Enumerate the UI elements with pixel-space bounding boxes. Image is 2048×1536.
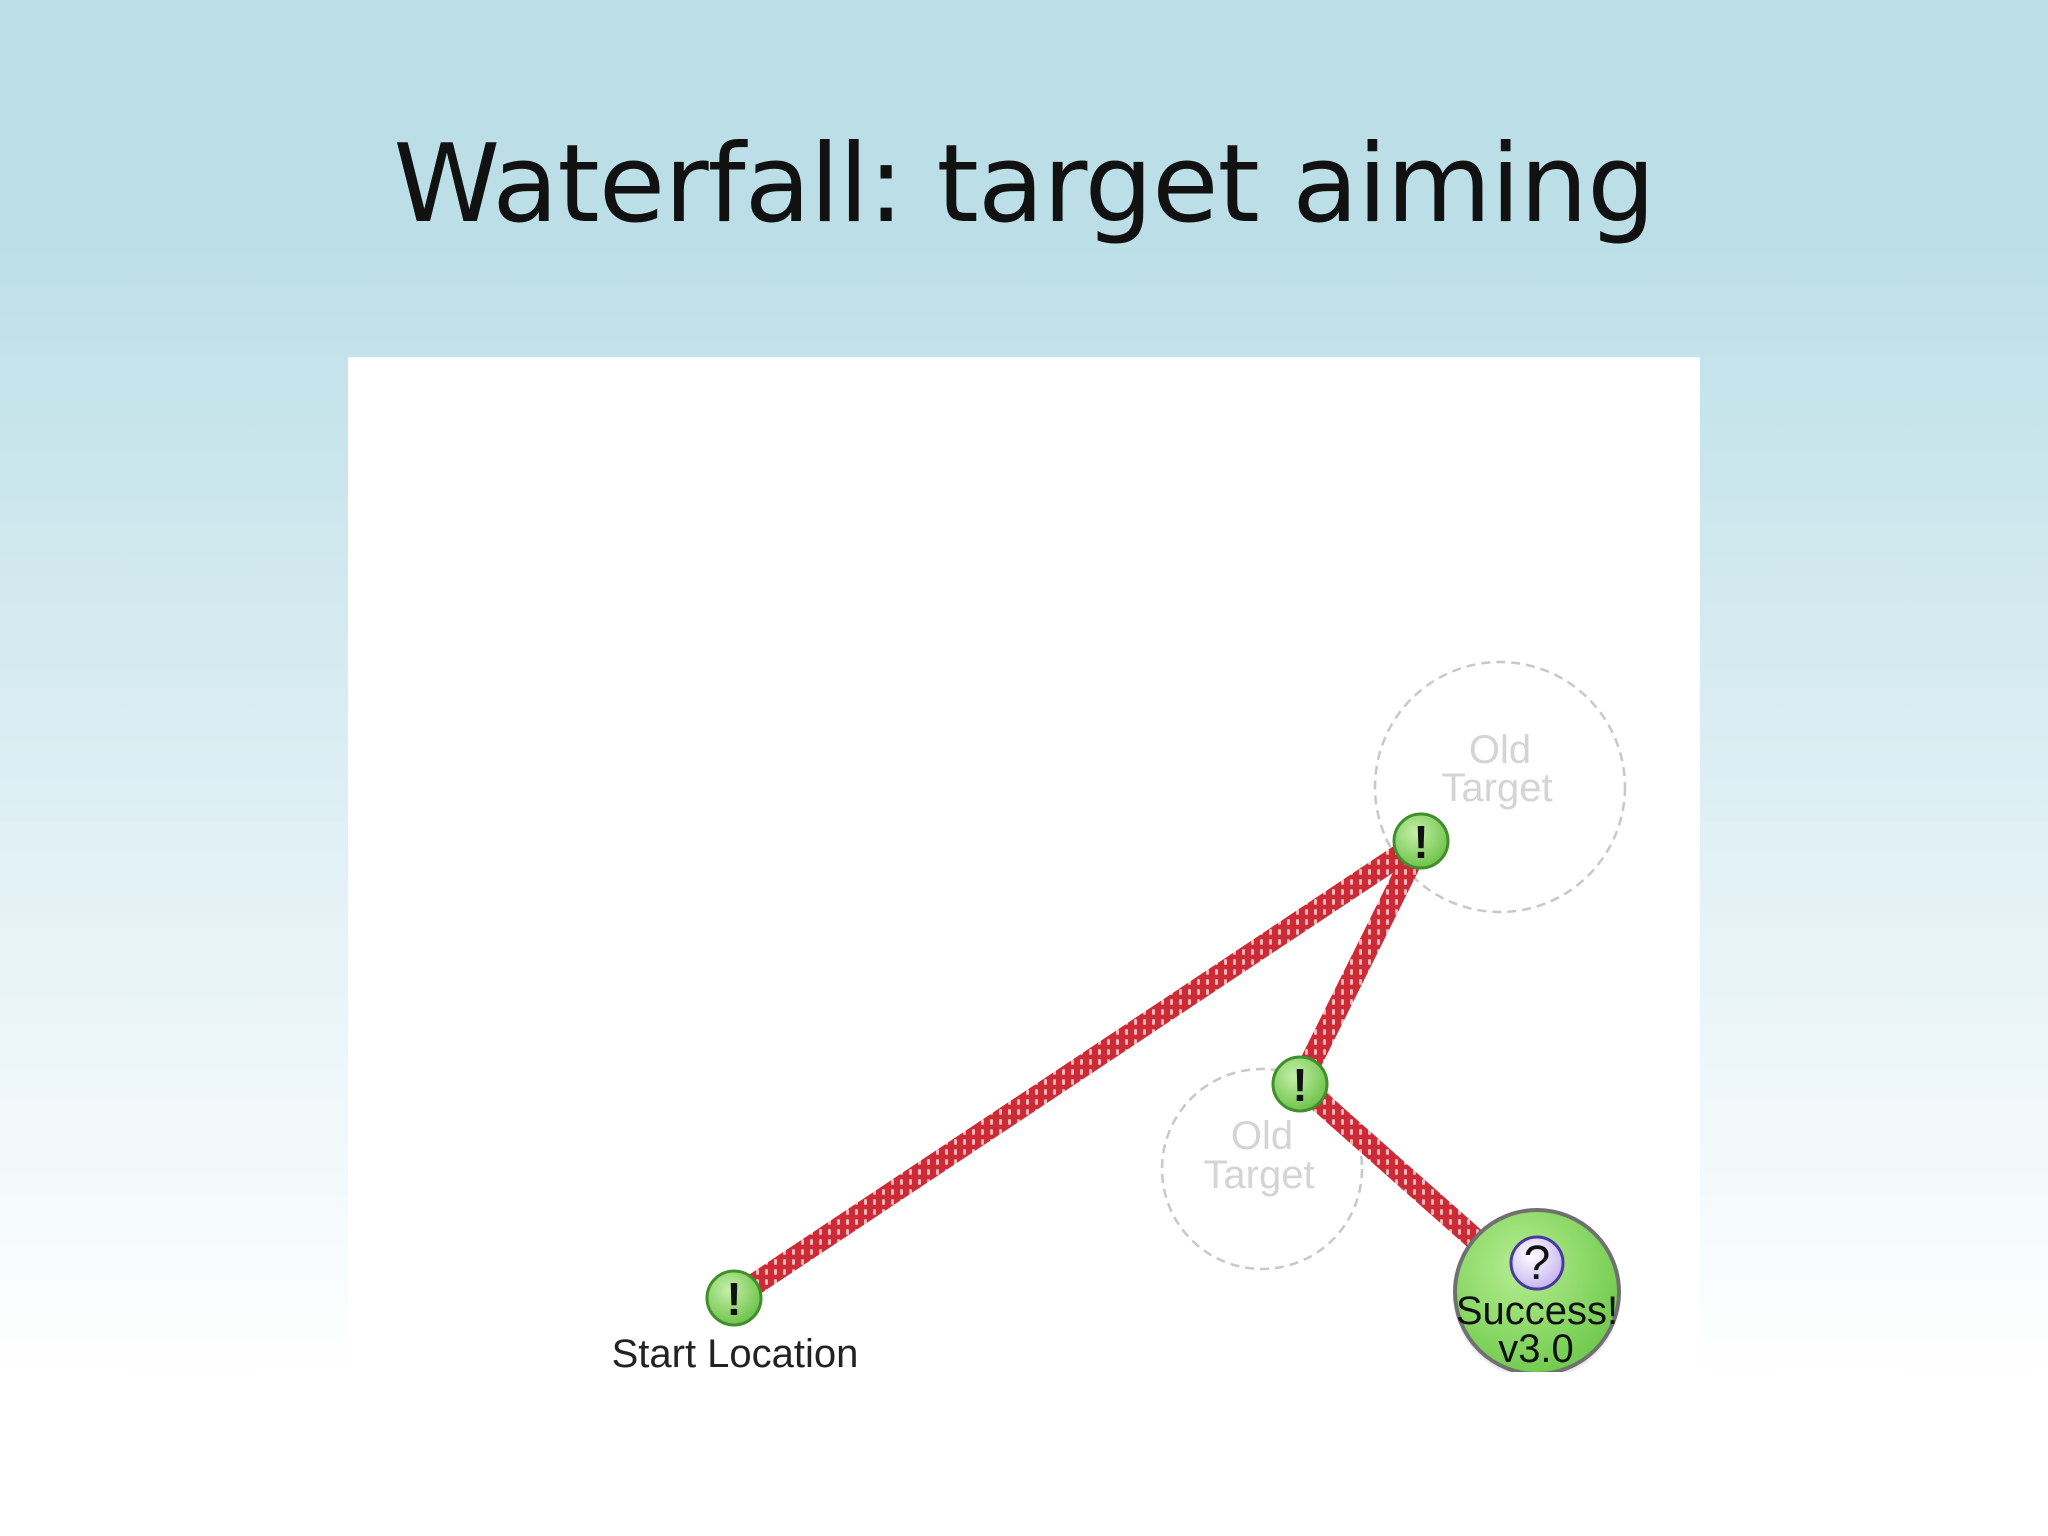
path-diagram: Old Target Old Target ! Start Location !… [612,660,1627,1372]
waypoint-1-glyph: ! [1413,816,1428,868]
old-target-1: Old Target [1373,660,1627,914]
exclamation-marker-icon [705,1269,763,1327]
path-segment-waypoint1-to-waypoint2 [1290,836,1431,1089]
slide-title: Waterfall: target aiming [393,122,1655,247]
old-target-2-line1: Old [1231,1114,1293,1158]
old-target-2-circle [1160,1067,1364,1271]
path-segment-waypoint2-to-goal [1292,1075,1492,1256]
old-target-1-line1: Old [1469,728,1531,772]
old-target-1-circle [1373,660,1627,914]
waypoint-2-marker[interactable]: ! [1271,1055,1329,1113]
exclamation-marker-icon [1271,1055,1329,1113]
start-marker-glyph: ! [726,1273,741,1325]
goal-circle [1453,1208,1621,1372]
waypoint-2-glyph: ! [1292,1059,1307,1111]
old-target-2: Old Target [1160,1067,1364,1271]
question-marker-icon [1509,1235,1565,1291]
success-label: Success! [1456,1289,1618,1333]
old-target-2-line2: Target [1203,1153,1314,1197]
goal-question-glyph: ? [1524,1237,1551,1290]
old-target-1-line2: Target [1441,766,1552,810]
start-marker[interactable]: ! [705,1269,763,1327]
path-segment-start-to-waypoint1 [727,831,1428,1308]
exclamation-marker-icon [1392,812,1450,870]
start-location-label: Start Location [612,1332,859,1372]
diagram-panel: Old Target Old Target ! Start Location !… [348,357,1700,1372]
waypoint-1-marker[interactable]: ! [1392,812,1450,870]
success-version: v3.0 [1498,1327,1574,1371]
success-goal-marker[interactable]: ? Success! v3.0 [1453,1208,1621,1372]
